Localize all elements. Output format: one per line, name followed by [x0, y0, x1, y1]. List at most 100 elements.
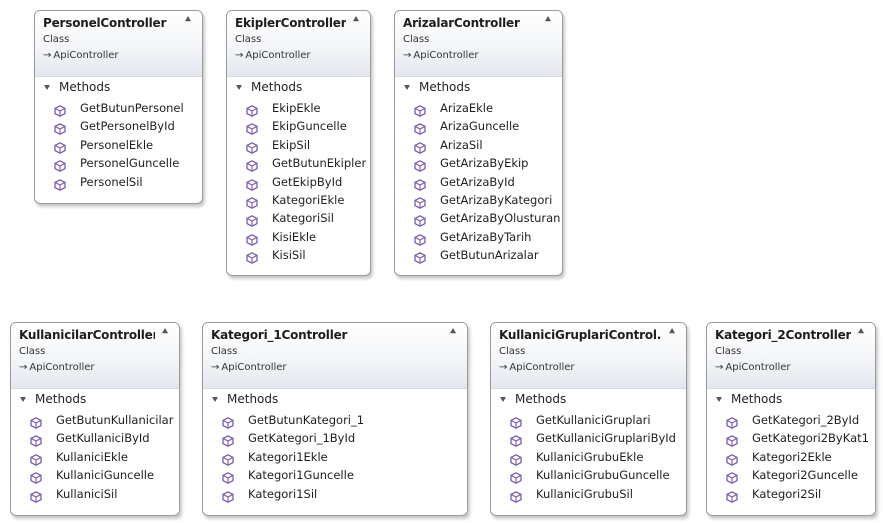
double-chevron-up-icon[interactable]: ⯅	[667, 325, 677, 338]
method-item[interactable]: GetButunKullanicilar	[11, 411, 179, 429]
method-item[interactable]: GetKullaniciById	[11, 429, 179, 448]
method-item[interactable]: EkipGuncelle	[227, 117, 370, 136]
method-name: Kategori1Guncelle	[248, 468, 354, 483]
method-item[interactable]: PersonelSil	[35, 173, 202, 191]
method-item[interactable]: GetPersonelById	[35, 117, 202, 136]
method-cube-icon	[54, 139, 66, 154]
methods-section-header[interactable]: Methods	[491, 389, 686, 411]
expand-triangle-icon[interactable]	[212, 397, 218, 402]
method-item[interactable]: GetArizaByEkip	[395, 154, 562, 173]
method-item[interactable]: EkipEkle	[227, 99, 370, 117]
method-item[interactable]: GetArizaById	[395, 173, 562, 191]
method-item[interactable]: KisiSil	[227, 246, 370, 265]
base-class-name: ApiController	[509, 362, 575, 373]
methods-section-header[interactable]: Methods	[707, 389, 875, 411]
method-cube-icon	[30, 451, 42, 466]
method-item[interactable]: KisiEkle	[227, 228, 370, 246]
method-item[interactable]: Kategori1Guncelle	[203, 466, 467, 485]
method-item[interactable]: KullaniciGrubuGuncelle	[491, 466, 686, 485]
method-item[interactable]: GetButunArizalar	[395, 246, 562, 265]
double-chevron-up-icon[interactable]: ⯅	[448, 325, 458, 338]
method-item[interactable]: GetArizaByTarih	[395, 228, 562, 246]
expand-triangle-icon[interactable]	[20, 397, 26, 402]
method-item[interactable]: GetKategori2ByKat1	[707, 429, 875, 448]
method-item[interactable]: PersonelGuncelle	[35, 154, 202, 173]
method-item[interactable]: Kategori2Guncelle	[707, 466, 875, 485]
expand-triangle-icon[interactable]	[716, 397, 722, 402]
methods-section-header[interactable]: Methods	[35, 77, 202, 99]
method-item[interactable]: KullaniciEkle	[11, 448, 179, 466]
class-header[interactable]: ArizalarController⯅Class→ApiController	[395, 11, 562, 77]
class-header[interactable]: KullanicilarController⯅Class→ApiControll…	[11, 323, 179, 389]
inheritance-arrow-icon: →	[403, 50, 412, 61]
method-item[interactable]: Kategori1Ekle	[203, 448, 467, 466]
base-type: →ApiController	[19, 362, 95, 373]
expand-triangle-icon[interactable]	[44, 85, 50, 90]
method-item[interactable]: KategoriEkle	[227, 191, 370, 209]
method-item[interactable]: EkipSil	[227, 136, 370, 154]
double-chevron-up-icon[interactable]: ⯅	[543, 13, 553, 26]
class-header[interactable]: Kategori_2Controller⯅Class→ApiController	[707, 323, 875, 389]
method-item[interactable]: GetKullaniciGruplari	[491, 411, 686, 429]
class-box[interactable]: Kategori_2Controller⯅Class→ApiController…	[706, 322, 876, 516]
class-box[interactable]: KullaniciGruplariControl...⯅Class→ApiCon…	[490, 322, 687, 516]
method-item[interactable]: Kategori2Sil	[707, 485, 875, 503]
method-item[interactable]: GetButunEkipler	[227, 154, 370, 173]
methods-section-header[interactable]: Methods	[11, 389, 179, 411]
method-cube-icon	[222, 451, 234, 466]
class-header[interactable]: KullaniciGruplariControl...⯅Class→ApiCon…	[491, 323, 686, 389]
class-name: EkiplerController	[235, 16, 346, 30]
class-header[interactable]: Kategori_1Controller⯅Class→ApiController	[203, 323, 467, 389]
base-type: →ApiController	[235, 50, 311, 61]
class-stereotype: Class	[19, 346, 46, 357]
method-cube-icon	[54, 176, 66, 191]
double-chevron-up-icon[interactable]: ⯅	[160, 325, 170, 338]
method-item[interactable]: GetKategori_2ById	[707, 411, 875, 429]
expand-triangle-icon[interactable]	[236, 85, 242, 90]
methods-section-header[interactable]: Methods	[395, 77, 562, 99]
method-item[interactable]: ArizaSil	[395, 136, 562, 154]
method-name: KisiEkle	[272, 229, 317, 244]
method-item[interactable]: ArizaEkle	[395, 99, 562, 117]
method-cube-icon	[30, 432, 42, 448]
base-class-name: ApiController	[221, 362, 287, 373]
methods-section-header[interactable]: Methods	[203, 389, 467, 411]
method-item[interactable]: GetKullaniciGruplariById	[491, 429, 686, 448]
method-item[interactable]: Kategori2Ekle	[707, 448, 875, 466]
double-chevron-up-icon[interactable]: ⯅	[183, 13, 193, 26]
base-type: →ApiController	[403, 50, 479, 61]
class-header[interactable]: EkiplerController⯅Class→ApiController	[227, 11, 370, 77]
expand-triangle-icon[interactable]	[500, 397, 506, 402]
method-item[interactable]: KullaniciGrubuSil	[491, 485, 686, 503]
method-name: ArizaGuncelle	[440, 119, 520, 134]
method-item[interactable]: KullaniciGuncelle	[11, 466, 179, 485]
double-chevron-up-icon[interactable]: ⯅	[351, 13, 361, 26]
method-item[interactable]: GetArizaByOlusturan	[395, 209, 562, 228]
class-box[interactable]: KullanicilarController⯅Class→ApiControll…	[10, 322, 180, 516]
method-item[interactable]: GetArizaByKategori	[395, 191, 562, 209]
method-name: KullaniciEkle	[56, 449, 128, 464]
method-item[interactable]: GetButunKategori_1	[203, 411, 467, 429]
method-item[interactable]: PersonelEkle	[35, 136, 202, 154]
double-chevron-up-icon[interactable]: ⯅	[856, 325, 866, 338]
class-header[interactable]: PersonelController⯅Class→ApiController	[35, 11, 202, 77]
method-item[interactable]: GetButunPersonel	[35, 99, 202, 117]
method-name: Kategori2Guncelle	[752, 468, 858, 483]
expand-triangle-icon[interactable]	[404, 85, 410, 90]
method-item[interactable]: GetKategori_1ById	[203, 429, 467, 448]
methods-section-header[interactable]: Methods	[227, 77, 370, 99]
method-item[interactable]: KategoriSil	[227, 209, 370, 228]
method-cube-icon	[726, 488, 738, 503]
base-class-name: ApiController	[245, 50, 311, 61]
method-item[interactable]: KullaniciGrubuEkle	[491, 448, 686, 466]
method-cube-icon	[246, 212, 258, 228]
method-item[interactable]: ArizaGuncelle	[395, 117, 562, 136]
method-item[interactable]: Kategori1Sil	[203, 485, 467, 503]
class-box[interactable]: Kategori_1Controller⯅Class→ApiController…	[202, 322, 468, 516]
method-item[interactable]: GetEkipById	[227, 173, 370, 191]
inheritance-arrow-icon: →	[211, 362, 220, 373]
method-item[interactable]: KullaniciSil	[11, 485, 179, 503]
